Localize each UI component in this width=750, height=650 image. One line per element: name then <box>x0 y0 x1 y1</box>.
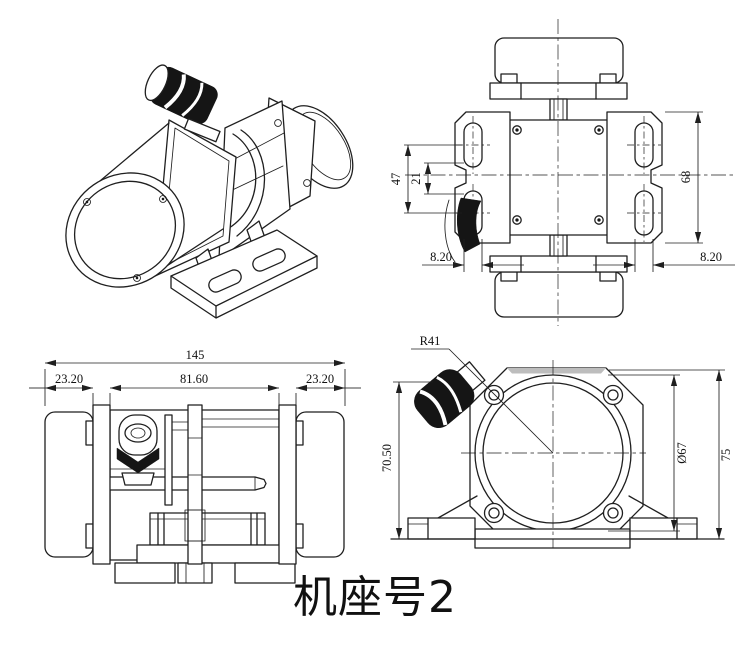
frame-size-caption: 机座号2 <box>293 572 457 623</box>
dim-end-r41: R41 <box>411 334 554 454</box>
dim-label: 23.20 <box>55 372 83 386</box>
isometric-view <box>20 15 380 325</box>
side-view: 145 23.20 81.60 23.20 <box>18 338 388 593</box>
iso-motor-drawing <box>65 64 354 319</box>
dim-end-70-50: 70.50 <box>380 381 433 539</box>
dim-top-slot-right: 8.20 <box>593 239 735 272</box>
dim-label: Ø67 <box>675 442 689 464</box>
dim-label: 145 <box>186 348 205 362</box>
iso-cable-gland-icon <box>144 64 221 143</box>
dim-label: 81.60 <box>180 372 208 386</box>
dim-side-145: 145 <box>44 348 346 406</box>
dim-label: R41 <box>420 334 441 348</box>
dim-top-47: 47 <box>389 144 462 214</box>
dim-top-21: 21 <box>409 162 464 195</box>
dim-top-68: 68 <box>665 111 703 244</box>
dim-label: 47 <box>389 173 403 186</box>
dim-label: 70.50 <box>380 444 394 472</box>
dim-label: 68 <box>679 171 693 184</box>
side-cable-gland-icon <box>116 414 160 486</box>
top-cable-gland-icon <box>444 197 482 263</box>
top-view-drawing <box>405 19 733 326</box>
dim-side-segments: 23.20 81.60 23.20 <box>29 372 361 406</box>
dim-label: 23.20 <box>306 372 334 386</box>
top-view: 47 21 68 8.20 8.20 <box>389 15 750 330</box>
dim-label: 8.20 <box>430 250 452 264</box>
dim-label: 21 <box>409 172 423 185</box>
dim-label: 8.20 <box>700 250 722 264</box>
end-cable-gland-icon <box>414 361 486 429</box>
dim-top-slot-left: 8.20 <box>422 239 524 272</box>
dim-end-75: 75 <box>609 369 733 539</box>
dim-end-d67: Ø67 <box>608 374 689 532</box>
end-view: R41 70.50 Ø67 75 <box>380 328 750 590</box>
side-view-drawing <box>44 404 345 584</box>
dim-label: 75 <box>719 449 733 462</box>
